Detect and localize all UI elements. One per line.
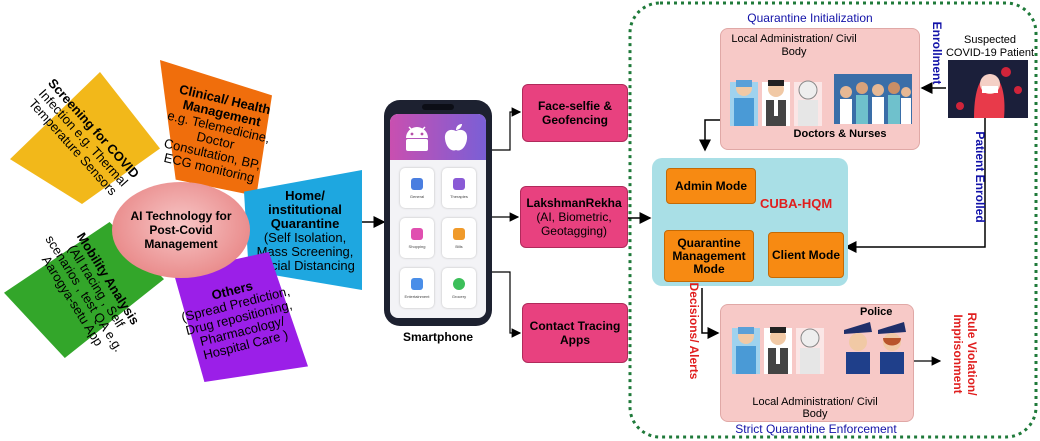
bills-app-icon [453,227,465,240]
enforce-title: Strict Quarantine Enforcement [735,422,897,436]
feature-contact-tracing: Contact Tracing Apps [522,303,628,363]
general-app-icon [411,177,423,190]
qm-mode-label: Quarantine Management Mode [672,235,746,276]
arrow-patient-enrolled [844,118,986,253]
police-figures [844,322,906,374]
app-label: Grocery [451,293,467,299]
petal-home-title: Home/ institutional Quarantine [268,188,342,231]
init-title: Quarantine Initialization [747,11,873,25]
petal-home-body: (Self Isolation, Mass Screening, Social … [255,230,355,273]
app-tile-shopping[interactable]: Shopping [400,218,434,258]
admin-mode-box: Admin Mode [666,168,756,204]
feature-contact-title: Contact Tracing Apps [529,319,621,347]
doctors-nurses-figures [834,74,912,124]
petal-home: Home/ institutional Quarantine (Self Iso… [250,182,360,280]
rule-violation-label: Rule Violation/ Imprisonment [951,312,979,396]
civil-staff-figures [730,80,822,126]
app-tile-general[interactable]: General [400,168,434,208]
center-ellipse: AI Technology for Post-Covid Management [112,182,250,278]
enforce-civil-figures [732,327,824,374]
feature-face-selfie: Face-selfie & Geofencing [522,84,628,142]
enforce-local-label: Local Administration/ Civil Body [752,396,878,420]
grocery-app-icon [453,277,465,290]
client-mode-label: Client Mode [772,247,840,262]
init-doctors-label: Doctors & Nurses [793,128,887,140]
phone-screen: General Therapies Shopping Bills Enterta… [390,114,486,318]
patient-enrolled-label: Patient Enrolled [973,131,987,223]
arrow-decisions [701,288,720,339]
smartphone-label: Smartphone [402,330,473,344]
patient-figure [948,60,1028,118]
admin-mode-label: Admin Mode [675,178,747,193]
phone-banner [390,114,486,160]
app-label: Shopping [408,243,426,249]
init-local-label: Local Administration/ Civil Body [731,33,857,58]
app-tile-grocery[interactable]: Grocery [442,268,476,308]
feature-lakshman-body: (AI, Biometric, Geotagging) [536,210,612,238]
connector-contact [492,271,522,338]
apple-icon [444,124,468,151]
app-label: Bills [455,243,463,249]
phone-notch [422,104,454,110]
app-label: Therapies [450,193,468,199]
cuba-title: CUBA-HQM [760,196,833,211]
android-icon [406,126,428,151]
arrow-init-to-cuba [699,119,720,152]
app-tile-therapies[interactable]: Therapies [442,168,476,208]
feature-face-title: Face-selfie & Geofencing [537,99,613,127]
entertainment-app-icon [411,277,423,290]
feature-lakshmanrekha: LakshmanRekha (AI, Biometric, Geotagging… [520,186,628,248]
center-label: AI Technology for Post-Covid Management [130,209,232,251]
app-label: General [409,193,425,199]
app-tile-bills[interactable]: Bills [442,218,476,258]
app-label: Entertainment [404,293,430,299]
client-mode-box: Client Mode [768,232,844,278]
feature-lakshman-title: LakshmanRekha [526,196,622,210]
connector-face [492,107,522,151]
quarantine-management-mode-box: Quarantine Management Mode [664,230,754,282]
enforce-police-label: Police [860,306,893,318]
enrollment-label: Enrollment [930,21,944,85]
hqm-system-boundary [628,1,1038,439]
smartphone: General Therapies Shopping Bills Enterta… [384,100,492,326]
therapies-app-icon [453,177,465,190]
decisions-alerts-label: Decisions/ Alerts [687,282,701,380]
shopping-app-icon [411,227,423,240]
patient-label: Suspected COVID-19 Patient [945,34,1035,59]
app-tile-entertainment[interactable]: Entertainment [400,268,434,308]
